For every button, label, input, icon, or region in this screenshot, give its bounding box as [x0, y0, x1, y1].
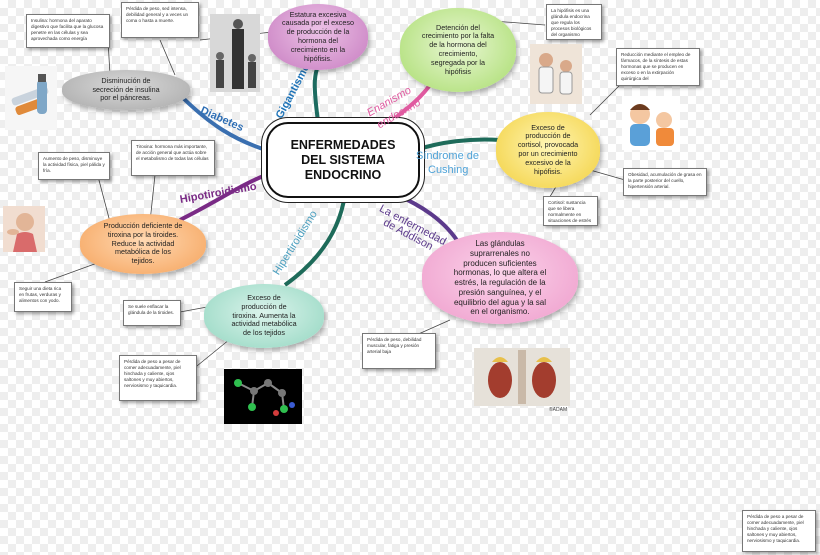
cloud-text: Reduce la actividad	[111, 238, 175, 248]
cloud-text: segregada por la	[431, 57, 485, 67]
adam-caption: ®ADAM	[549, 407, 568, 413]
cloud-enanismo[interactable]: Detención del crecimiento por la falta d…	[400, 8, 516, 92]
cloud-text: de la hormona del	[429, 40, 487, 50]
cloud-text: estrés, la regulación de la	[454, 278, 546, 287]
cloud-text: por un crecimiento	[518, 149, 578, 158]
cloud-text: crecimiento en la	[290, 44, 346, 54]
cloud-cushing[interactable]: Exceso de producción de cortisol, provoc…	[496, 112, 600, 188]
cloud-gigantismo[interactable]: Estatura excesiva causada por el exceso …	[268, 4, 368, 70]
cloud-text: producen suficientes	[463, 258, 537, 268]
note-aumento-peso: Aumento de peso, disminuye la actividad …	[38, 152, 110, 180]
cloud-text: hipófisis.	[534, 166, 562, 176]
cloud-text: crecimiento,	[438, 49, 478, 58]
cloud-hipertiroidismo[interactable]: Exceso de producción de tiroxina. Aument…	[204, 284, 324, 348]
cloud-text: excesivo de la	[525, 157, 571, 167]
cloud-text: Producción deficiente de	[103, 221, 183, 231]
note-addison: Pérdida de peso, debilidad muscular, fat…	[362, 333, 436, 369]
adrenal-kidneys-image	[474, 348, 570, 406]
thyroid-exam-photo	[3, 206, 45, 252]
note-reduccion: Reducción mediante el empleo de fármacos…	[616, 48, 700, 86]
cloud-text: de producción de la	[286, 27, 350, 37]
cloud-text: Exceso de	[247, 293, 281, 303]
branch-label-cushing-1[interactable]: Síndrome de	[416, 150, 479, 162]
cloud-text: producción de	[241, 301, 287, 311]
center-line-2: DEL SISTEMA	[301, 152, 385, 167]
cloud-text: metabólica de los	[115, 247, 171, 257]
cloud-diabetes[interactable]: Disminución de secreción de insulina por…	[62, 70, 190, 110]
branch-label-cushing-2[interactable]: Cushing	[428, 164, 469, 176]
note-gigantismo-symptoms: Pérdida de peso, sed intensa, debilidad …	[121, 2, 199, 38]
cloud-text: cortisol, provocada	[517, 140, 579, 150]
cloud-text: hormona del	[298, 36, 338, 45]
cloud-text: tejidos.	[131, 256, 155, 266]
central-topic[interactable]: ENFERMEDADES DEL SISTEMA ENDOCRINO	[266, 122, 420, 198]
cloud-text: Disminución de	[101, 75, 151, 85]
cloud-text: Las glándulas	[475, 239, 525, 248]
note-insulina: Insulina: hormona del aparato digestivo …	[26, 14, 110, 48]
cloud-text: presión sanguínea, y el	[458, 287, 542, 297]
note-obesidad: Obesidad, acumulación de grasa en la par…	[623, 168, 707, 196]
link-diabetes	[178, 93, 267, 152]
note-cortisol: Cortisol: sustancia que se libera normal…	[543, 196, 598, 226]
cloud-text: en el organismo.	[470, 307, 530, 317]
cloud-text: producción de	[525, 131, 571, 141]
note-hipofisis: La hipófisis es una glándula endocrina q…	[546, 4, 602, 40]
cloud-text: tiroxina por la tiroides.	[107, 229, 179, 239]
cloud-text: suprarrenales no	[469, 248, 531, 258]
cloud-text: hipófisis.	[304, 53, 332, 63]
cloud-text: por el páncreas.	[100, 93, 152, 103]
giant-person-photo	[210, 14, 260, 92]
cloud-addison[interactable]: Las glándulas suprarrenales no producen …	[422, 232, 578, 324]
cloud-text: hormonas, lo que altera el	[453, 268, 547, 278]
note-enflacar: Se suele enflacar la glándula de la tiro…	[123, 300, 181, 326]
cloud-text: secreción de insulina	[92, 84, 160, 94]
cloud-text: tiroxina. Aumenta la	[232, 310, 296, 320]
link-hipotiroidismo	[179, 173, 267, 222]
link-hipertiroidismo	[283, 193, 347, 287]
cloud-hipotiroidismo[interactable]: Producción deficiente de tiroxina por la…	[80, 214, 206, 274]
link-cushing	[415, 137, 501, 152]
note-perdida-hiper: Pérdida de peso a pesar de comer adecuad…	[119, 355, 197, 401]
cloud-text: de los tejidos	[243, 328, 285, 338]
cloud-text: Estatura excesiva	[289, 9, 347, 19]
center-line-1: ENFERMEDADES	[290, 137, 396, 152]
thyroxine-molecule-image	[224, 369, 302, 424]
insulin-syringe-image	[5, 66, 57, 130]
note-tiroxina: Tiroxina: hormona más importante, de acc…	[131, 140, 215, 176]
cloud-text: hipófisis	[445, 66, 471, 76]
cushing-cartoon-image	[622, 96, 680, 150]
cloud-text: equilibrio del agua y la sal	[453, 297, 547, 307]
cloud-text: Detención del	[436, 22, 480, 32]
cloud-text: Exceso de	[531, 122, 565, 132]
dwarfism-children-photo	[530, 44, 582, 104]
cloud-text: actividad metabólica	[231, 319, 297, 329]
center-line-3: ENDOCRINO	[304, 167, 382, 182]
cloud-text: crecimiento por la falta	[421, 31, 495, 41]
note-corner: Pérdida de peso a pesar de comer adecuad…	[742, 510, 816, 552]
cloud-text: causada por el exceso	[282, 18, 354, 28]
note-dieta: Seguir una dieta rica en frutas, verdura…	[14, 282, 72, 312]
